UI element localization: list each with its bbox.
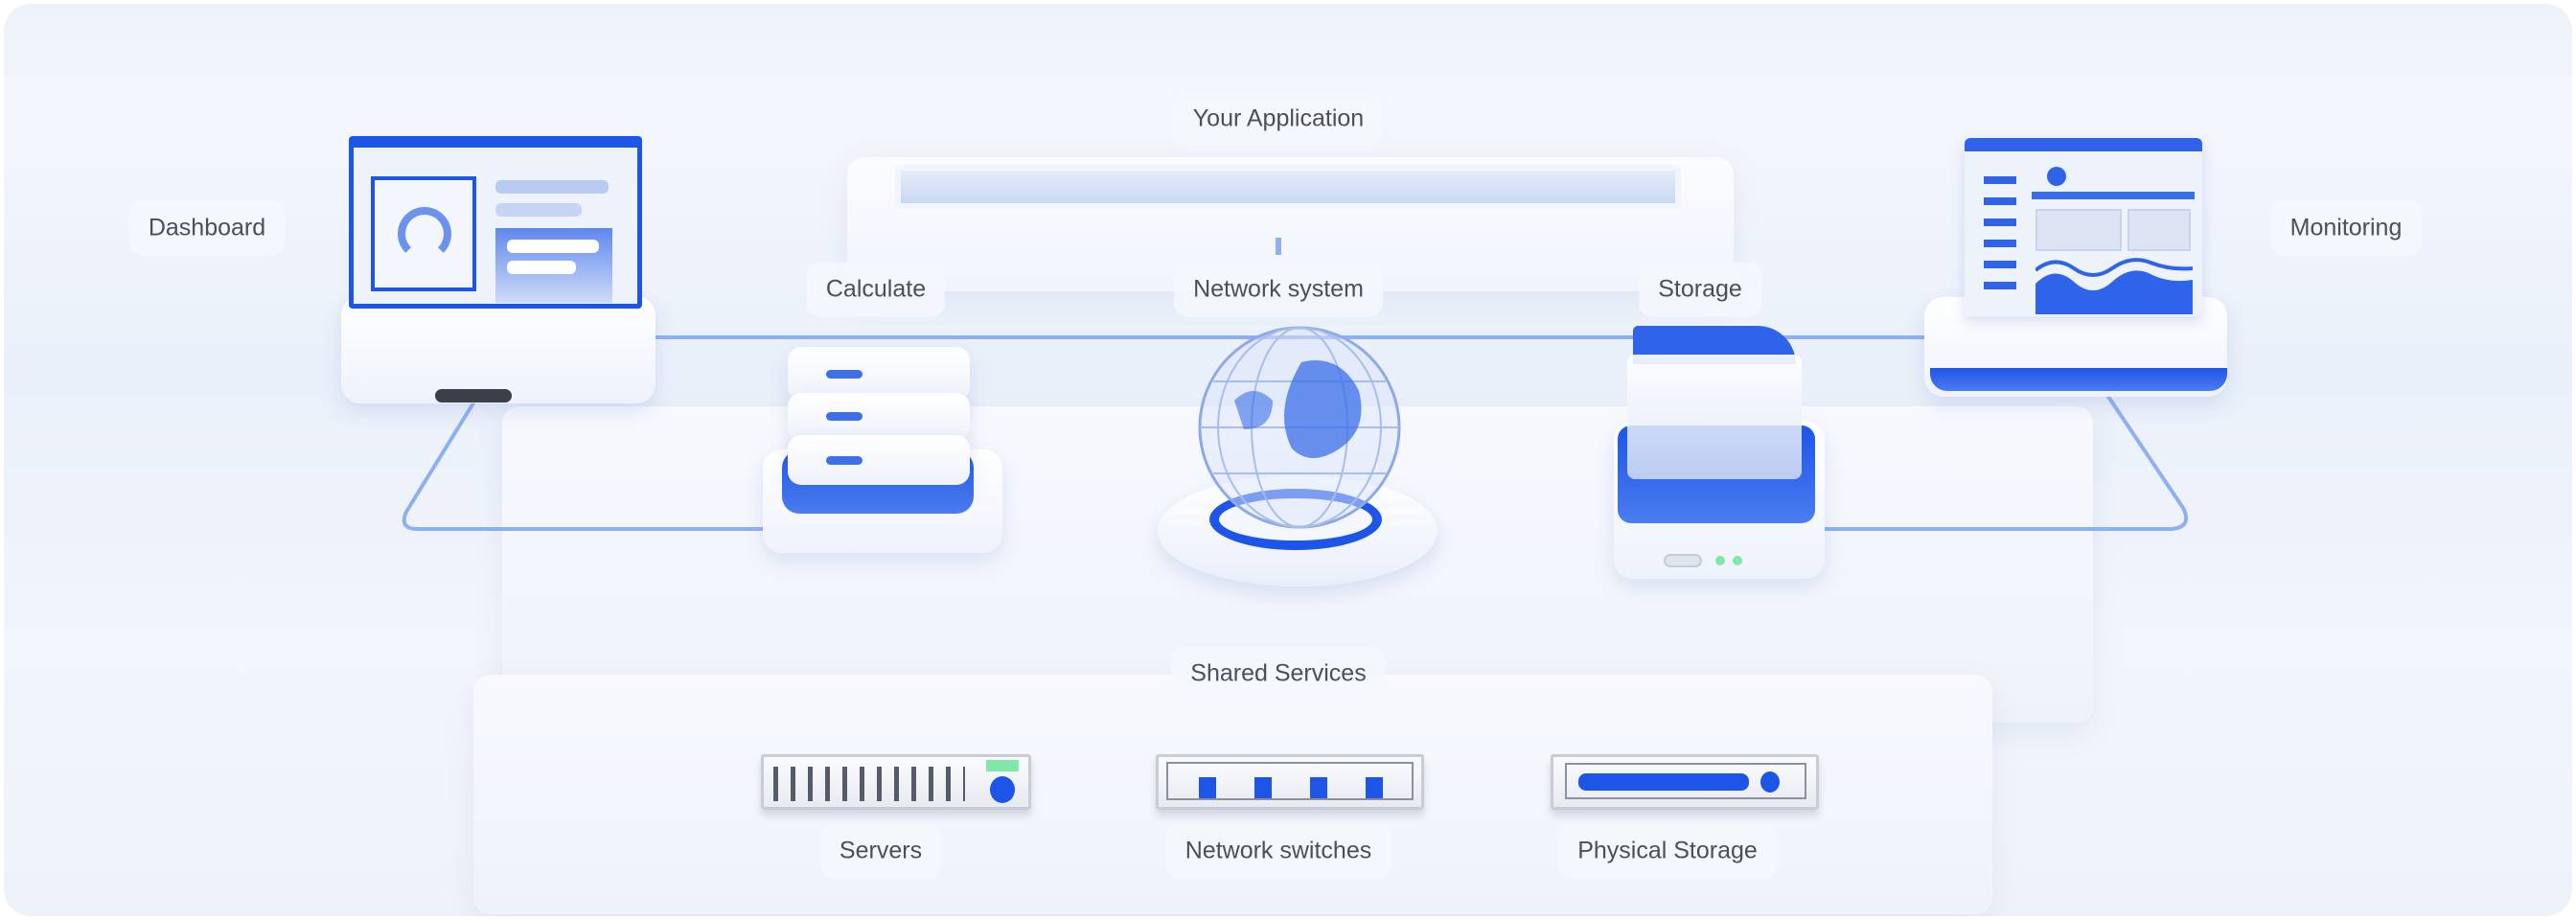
server-stack-icon xyxy=(788,347,970,489)
left-connection-line xyxy=(402,395,765,531)
dashboard-port xyxy=(435,389,512,402)
globe-icon xyxy=(1198,326,1401,529)
wave-chart-icon xyxy=(2036,258,2193,314)
storage-led xyxy=(1733,556,1742,565)
dashboard-base xyxy=(341,296,656,403)
label-calculate: Calculate xyxy=(806,262,946,317)
label-storage: Storage xyxy=(1639,262,1761,317)
right-connection-line xyxy=(1821,389,2188,531)
network-switch-icon xyxy=(1156,754,1424,810)
storage-led xyxy=(1715,556,1725,565)
storage-button xyxy=(1664,554,1702,567)
gauge-panel xyxy=(371,176,476,291)
infrastructure-diagram: Your Application Dashboard Calculate Net… xyxy=(4,4,2572,916)
folder-icon xyxy=(1627,326,1802,479)
gauge-icon xyxy=(398,207,451,261)
monitoring-base-blue xyxy=(1930,368,2227,391)
label-network-system: Network system xyxy=(1174,262,1383,317)
monitoring-monitor xyxy=(1965,138,2202,316)
label-shared-services: Shared Services xyxy=(1171,646,1386,702)
label-network-switches: Network switches xyxy=(1165,823,1392,879)
label-monitoring: Monitoring xyxy=(2270,200,2422,256)
application-bar xyxy=(895,165,1681,209)
label-dashboard: Dashboard xyxy=(128,200,286,256)
physical-storage-icon xyxy=(1551,754,1819,810)
label-your-application: Your Application xyxy=(1173,91,1384,147)
label-servers: Servers xyxy=(819,823,942,879)
label-physical-storage: Physical Storage xyxy=(1558,823,1777,879)
servers-rack-icon xyxy=(761,754,1031,810)
dashboard-monitor xyxy=(349,136,642,309)
